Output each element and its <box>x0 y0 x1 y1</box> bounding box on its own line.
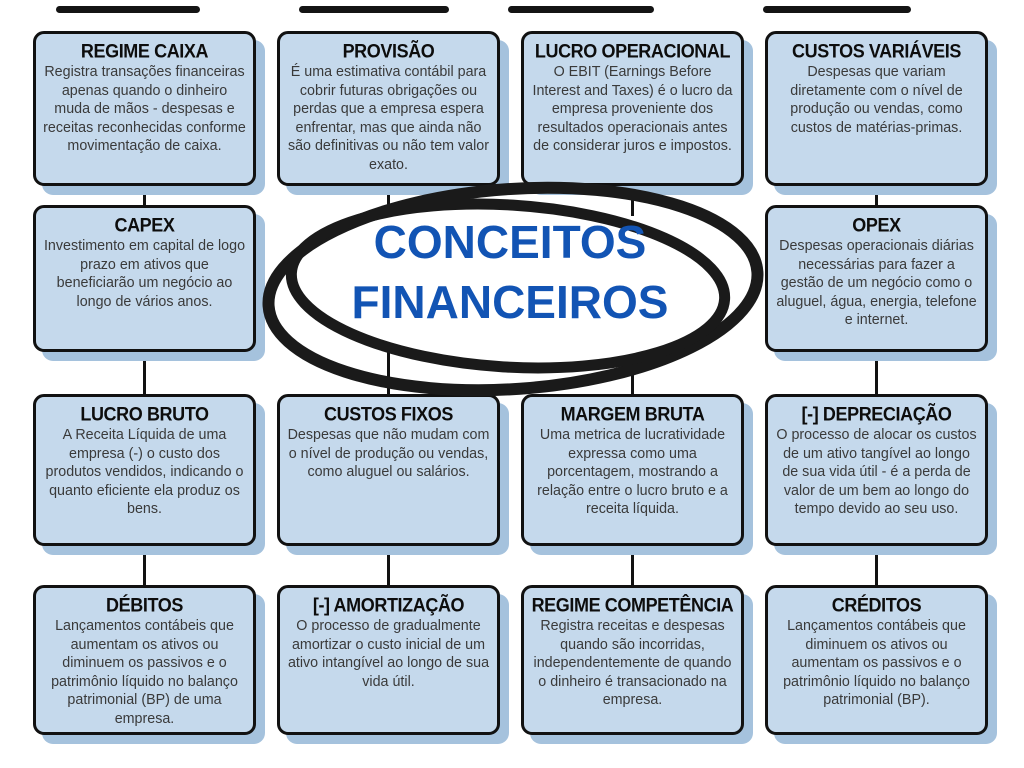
connector-line <box>631 355 634 396</box>
concept-card-title: OPEX <box>852 214 901 236</box>
connector-line <box>387 544 390 587</box>
concept-card-regime-caixa: REGIME CAIXA Registra transações finance… <box>33 31 256 186</box>
concept-card-body: Lançamentos contábeis que diminuem os at… <box>783 618 970 709</box>
cropped-card-edge <box>56 6 200 13</box>
connector-line <box>143 184 146 207</box>
connector-line <box>387 184 390 216</box>
concept-card-custos-variaveis: CUSTOS VARIÁVEIS Despesas que variam dir… <box>765 31 988 186</box>
concept-card-body: A Receita Líquida de uma empresa (-) o c… <box>45 427 244 518</box>
concept-card-body: Lançamentos contábeis que aumentam os at… <box>51 618 238 727</box>
concept-card-title: PROVISÃO <box>342 40 435 62</box>
concept-card-title: [-] DEPRECIAÇÃO <box>801 403 952 425</box>
cropped-card-edge <box>508 6 654 13</box>
concept-card-body: O processo de gradualmente amortizar o c… <box>287 618 490 690</box>
concept-card-body: Uma metrica de lucratividade expressa co… <box>537 427 728 518</box>
concept-card-title: CUSTOS VARIÁVEIS <box>792 40 961 62</box>
concept-card-title: REGIME COMPETÊNCIA <box>531 594 734 616</box>
concept-card-capex: CAPEX Investimento em capital de logo pr… <box>33 205 256 352</box>
concept-card-title: MARGEM BRUTA <box>560 403 705 425</box>
concept-card-regime-competencia: REGIME COMPETÊNCIA Registra receitas e d… <box>521 585 744 735</box>
concept-card-depreciacao: [-] DEPRECIAÇÃO O processo de alocar os … <box>765 394 988 546</box>
concept-card-lucro-operacional: LUCRO OPERACIONAL O EBIT (Earnings Befor… <box>521 31 744 186</box>
connector-line <box>875 544 878 587</box>
concept-card-custos-fixos: CUSTOS FIXOS Despesas que não mudam com … <box>277 394 500 546</box>
connector-line <box>875 350 878 396</box>
concept-card-debitos: DÉBITOS Lançamentos contábeis que aument… <box>33 585 256 735</box>
cropped-card-edge <box>763 6 911 13</box>
concept-card-provisao: PROVISÃO É uma estimativa contábil para … <box>277 31 500 186</box>
concept-card-creditos: CRÉDITOS Lançamentos contábeis que dimin… <box>765 585 988 735</box>
cropped-card-edge <box>299 6 449 13</box>
page-title: CONCEITOS FINANCEIROS <box>240 213 780 333</box>
connector-line <box>631 184 634 216</box>
concept-card-title: REGIME CAIXA <box>80 40 209 62</box>
concept-card-body: Despesas operacionais diárias necessária… <box>776 238 977 329</box>
concept-card-title: CRÉDITOS <box>831 594 922 616</box>
concept-card-opex: OPEX Despesas operacionais diárias neces… <box>765 205 988 352</box>
concept-card-title: DÉBITOS <box>106 594 183 616</box>
concept-card-body: Despesas que variam diretamente com o ní… <box>790 64 963 136</box>
page-title-line2: FINANCEIROS <box>351 275 669 328</box>
connector-line <box>143 544 146 587</box>
concept-card-body: Investimento em capital de logo prazo em… <box>43 238 246 310</box>
connector-line <box>875 184 878 207</box>
concept-card-title: LUCRO BRUTO <box>80 403 209 425</box>
connector-line <box>387 346 390 396</box>
concept-card-body: Registra receitas e despesas quando são … <box>533 618 732 709</box>
connector-line <box>143 350 146 396</box>
concept-card-margem-bruta: MARGEM BRUTA Uma metrica de lucratividad… <box>521 394 744 546</box>
concept-card-body: O processo de alocar os custos de um ati… <box>776 427 977 518</box>
concept-card-lucro-bruto: LUCRO BRUTO A Receita Líquida de uma emp… <box>33 394 256 546</box>
page-title-line1: CONCEITOS <box>373 216 647 268</box>
concept-card-body: Despesas que não mudam com o nível de pr… <box>287 427 490 481</box>
concept-card-body: É uma estimativa contábil para cobrir fu… <box>287 64 490 173</box>
concept-card-title: LUCRO OPERACIONAL <box>534 40 731 62</box>
concept-card-body: Registra transações financeiras apenas q… <box>43 64 246 155</box>
concept-card-title: CUSTOS FIXOS <box>324 403 453 425</box>
connector-line <box>631 544 634 587</box>
concept-card-amortizacao: [-] AMORTIZAÇÃO O processo de gradualmen… <box>277 585 500 735</box>
concept-card-title: CAPEX <box>114 214 175 236</box>
concept-card-title: [-] AMORTIZAÇÃO <box>312 594 465 616</box>
concept-card-body: O EBIT (Earnings Before Interest and Tax… <box>532 64 733 155</box>
